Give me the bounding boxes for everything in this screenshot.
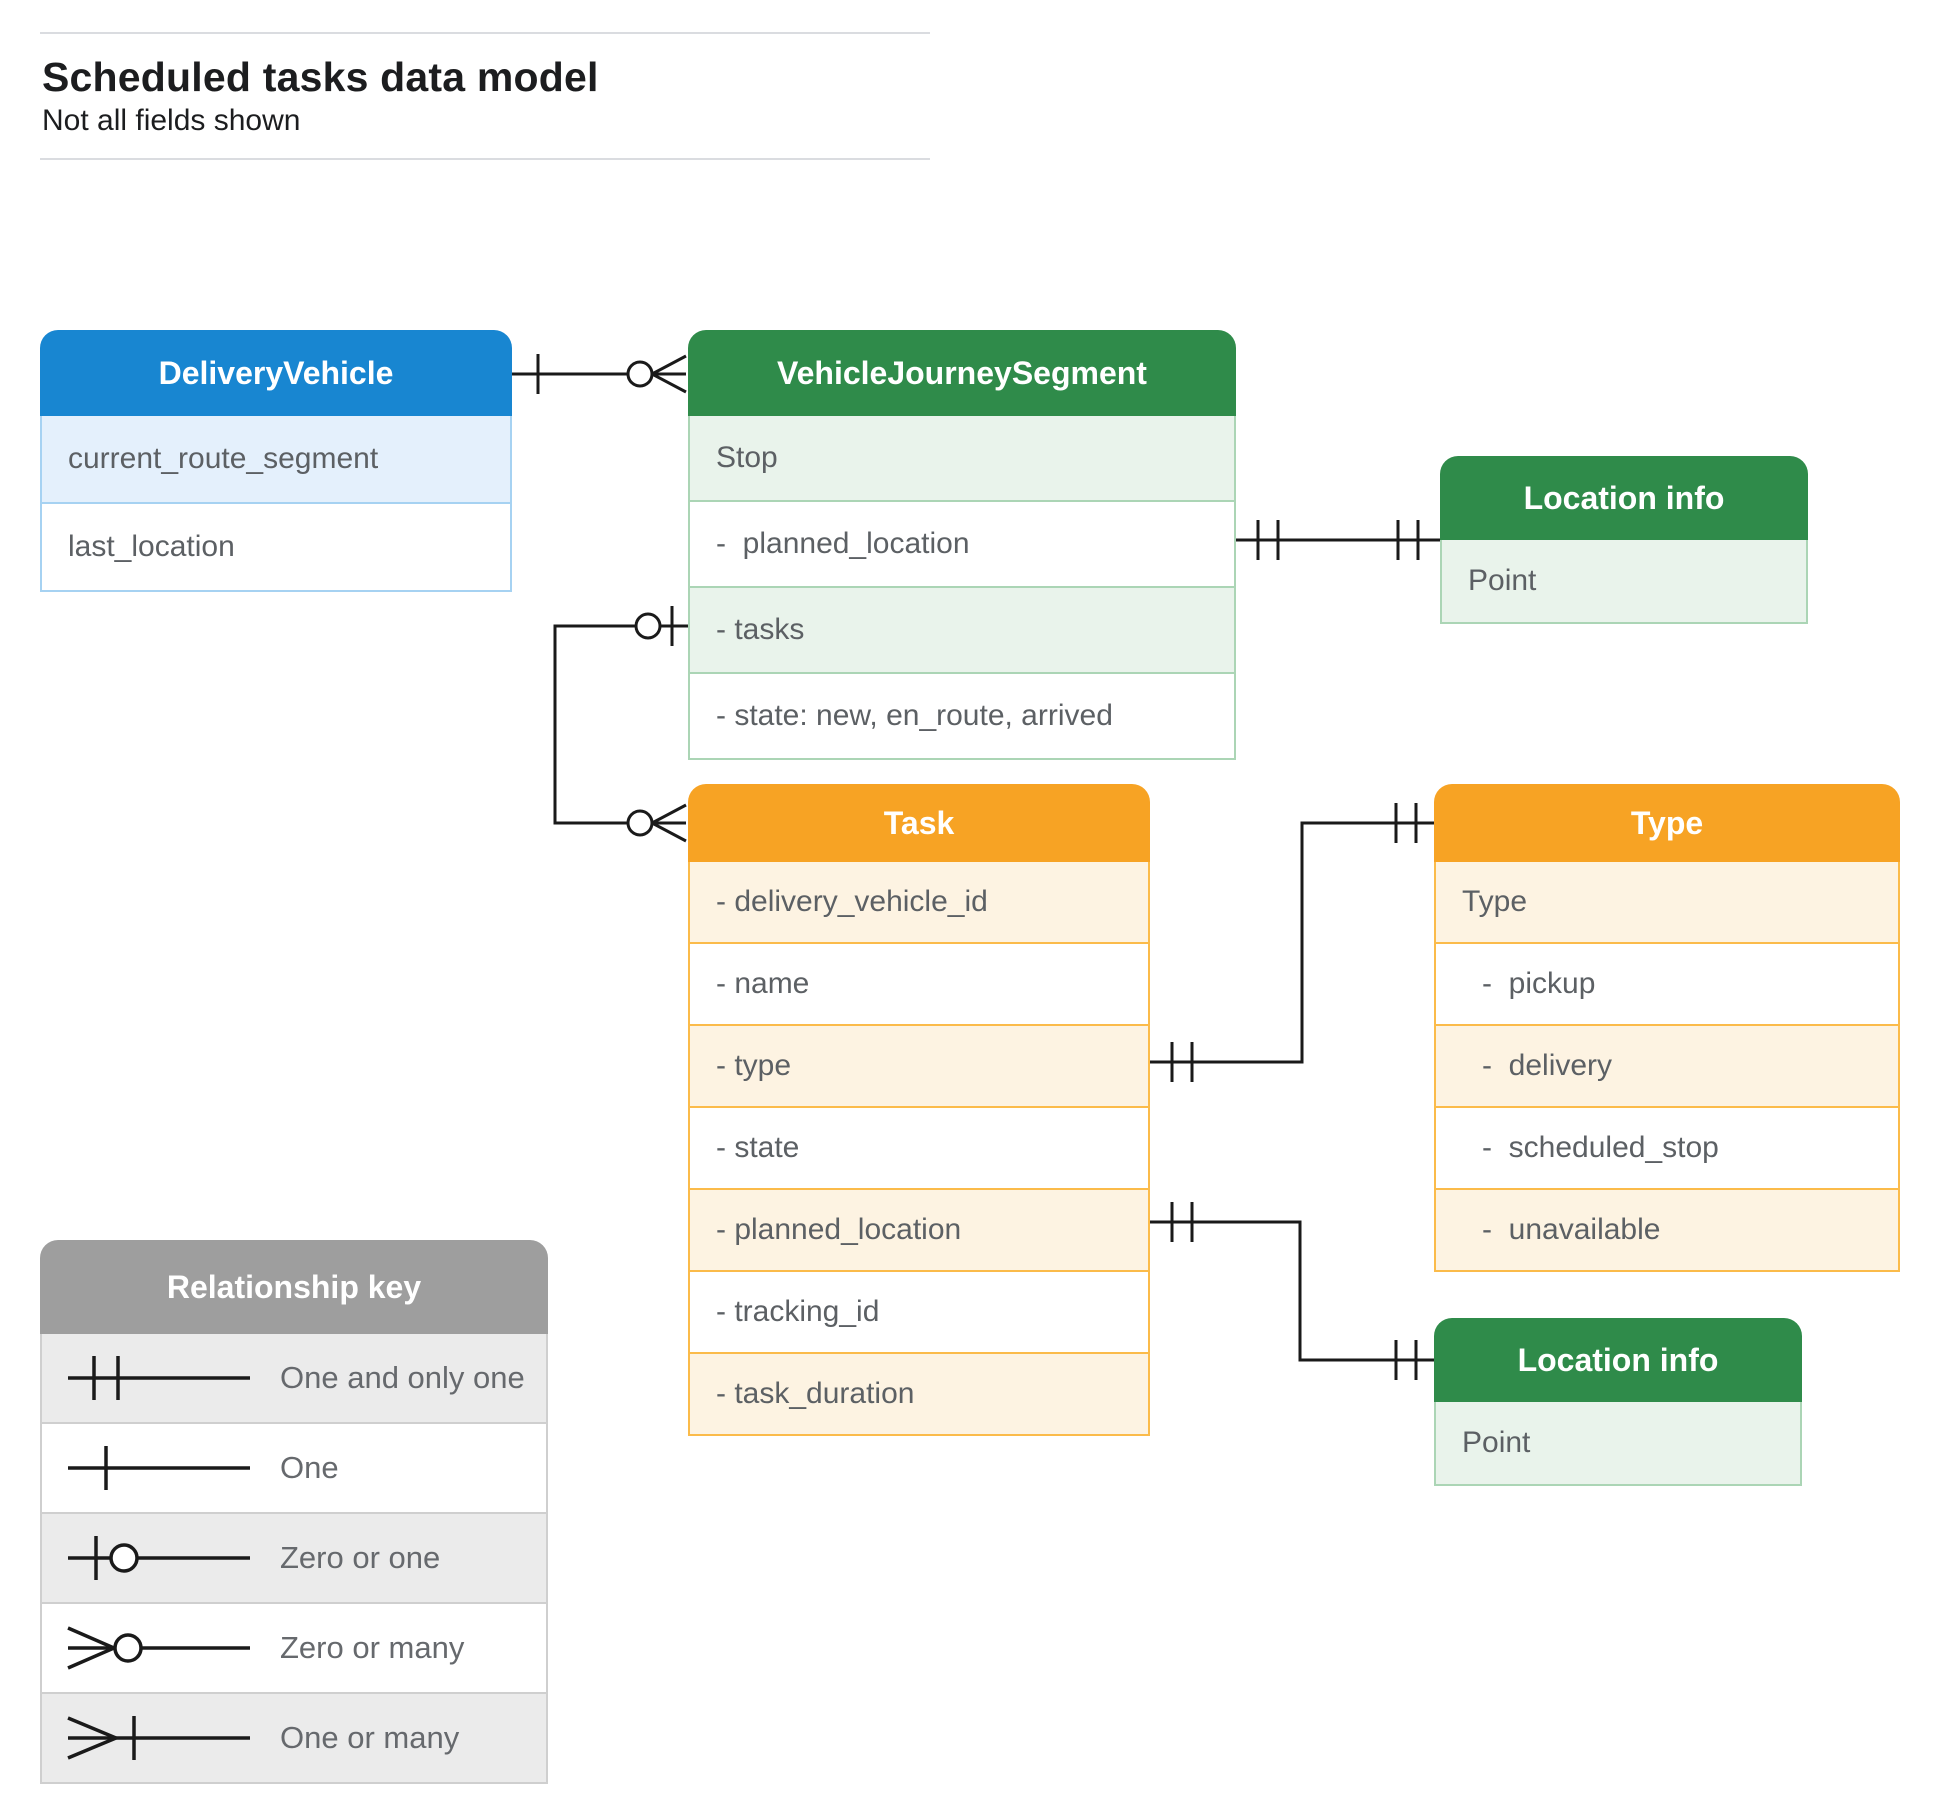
field-label: last_location: [68, 530, 235, 563]
table-row: Type: [1436, 862, 1898, 944]
field-label: - state: [716, 1131, 800, 1164]
field-label: Point: [1468, 564, 1537, 597]
table-row: - unavailable: [1436, 1190, 1898, 1270]
legend-item-label: Zero or one: [280, 1540, 441, 1575]
field-label: - planned_location: [716, 527, 970, 560]
field-label: Point: [1462, 1426, 1531, 1459]
field-label: Type: [1462, 885, 1528, 918]
field-label: - name: [716, 967, 810, 1000]
legend-item: One or many: [42, 1694, 546, 1782]
field-label: current_route_segment: [68, 442, 379, 475]
table-row: - pickup: [1436, 944, 1898, 1026]
field-label: - delivery: [1482, 1049, 1613, 1082]
table-row: - tasks: [690, 588, 1234, 674]
field-label: - delivery_vehicle_id: [716, 885, 988, 918]
entity-task: Task - delivery_vehicle_id - name - type - s…: [688, 784, 1150, 1436]
table-row: - delivery_vehicle_id: [690, 862, 1148, 944]
table-row: - planned_location: [690, 502, 1234, 588]
one-and-only-one-symbol: [68, 1356, 250, 1400]
legend-item-label: Zero or many: [280, 1630, 465, 1665]
table-row: Point: [1442, 540, 1806, 622]
table-row: - name: [690, 944, 1148, 1026]
field-label: - type: [716, 1049, 792, 1082]
entity-title: VehicleJourneySegment: [688, 330, 1236, 416]
one-symbol: [68, 1446, 250, 1490]
field-label: - tracking_id: [716, 1295, 880, 1328]
legend-title: Relationship key: [40, 1240, 548, 1334]
page-subtitle: Not all fields shown: [42, 104, 301, 137]
zero-or-one-symbol: [68, 1536, 250, 1580]
entity-title: Location info: [1440, 456, 1808, 540]
header-divider: [40, 158, 930, 160]
table-row: - state: [690, 1108, 1148, 1190]
field-label: - pickup: [1482, 967, 1596, 1000]
entity-title: Task: [688, 784, 1150, 862]
table-row: - type: [690, 1026, 1148, 1108]
field-label: - planned_location: [716, 1213, 962, 1246]
one-or-many-symbol: [67, 1716, 250, 1760]
legend-item-label: One and only one: [280, 1360, 525, 1395]
table-row: current_route_segment: [42, 416, 510, 504]
rel-vehiclejourneysegment-task: [553, 606, 688, 843]
table-row: - tracking_id: [690, 1272, 1148, 1354]
rel-deliveryvehicle-vehiclejourneysegment: [512, 354, 687, 394]
table-row: - planned_location: [690, 1190, 1148, 1272]
entity-title: DeliveryVehicle: [40, 330, 512, 416]
field-label: - tasks: [716, 613, 805, 646]
field-label: Stop: [716, 441, 778, 474]
rel-task-type: [1150, 803, 1434, 1082]
zero-or-many-symbol: [67, 1626, 250, 1670]
table-row: Stop: [690, 416, 1234, 502]
table-row: last_location: [42, 504, 510, 590]
table-row: - delivery: [1436, 1026, 1898, 1108]
legend-item-label: One or many: [280, 1720, 460, 1755]
field-label: - scheduled_stop: [1482, 1131, 1719, 1164]
field-label: - state: new, en_route, arrived: [716, 699, 1113, 732]
legend-item-label: One: [280, 1450, 339, 1485]
legend-item: Zero or one: [42, 1514, 546, 1604]
table-row: - task_duration: [690, 1354, 1148, 1434]
entity-title: Type: [1434, 784, 1900, 862]
table-row: - scheduled_stop: [1436, 1108, 1898, 1190]
rel-task-locationinfo: [1150, 1202, 1434, 1380]
field-label: - task_duration: [716, 1377, 915, 1410]
table-row: - state: new, en_route, arrived: [690, 674, 1234, 758]
legend-item: One: [42, 1424, 546, 1514]
field-label: - unavailable: [1482, 1213, 1661, 1246]
page-title: Scheduled tasks data model: [42, 54, 599, 100]
legend-item: Zero or many: [42, 1604, 546, 1694]
top-divider: [40, 32, 930, 34]
table-row: Point: [1436, 1402, 1800, 1484]
legend-item: One and only one: [42, 1334, 546, 1424]
rel-vehiclejourneysegment-locationinfo: [1236, 520, 1440, 560]
entity-title: Location info: [1434, 1318, 1802, 1402]
